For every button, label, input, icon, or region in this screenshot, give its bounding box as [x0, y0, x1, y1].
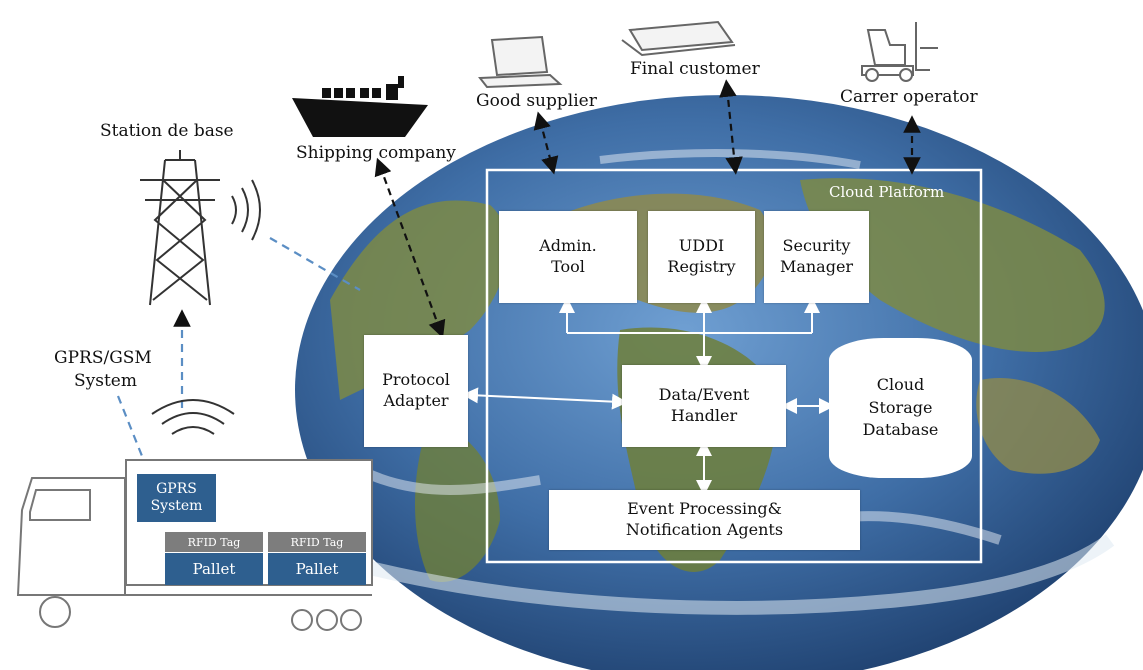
pallet-1: Pallet	[165, 553, 263, 585]
uddi-registry-box: UDDI Registry	[648, 211, 755, 303]
gprs-gsm-line-2: System	[74, 371, 137, 391]
actor-links	[374, 79, 921, 339]
cloud-storage-line-2: Storage	[868, 397, 933, 417]
carrier-operator-label: Carrer operator	[840, 87, 978, 107]
tablet-icon	[621, 20, 736, 57]
protocol-adapter-box: Protocol Adapter	[364, 335, 468, 447]
event-processing-line-1: Event Processing&	[627, 499, 782, 519]
uddi-registry-line-2: Registry	[667, 257, 736, 276]
cloud-storage-database: Cloud Storage Database	[829, 338, 972, 478]
shipping-label: Shipping company	[296, 143, 456, 163]
tower-signal-icon	[231, 179, 261, 241]
event-processing-line-2: Notification Agents	[625, 520, 784, 539]
rfid-tag-1: RFID Tag	[165, 532, 263, 552]
station-label: Station de base	[100, 121, 234, 141]
station-tower-icon	[140, 150, 220, 306]
cloud-storage-line-1: Cloud	[876, 375, 925, 395]
data-event-handler-box: Data/Event Handler	[622, 365, 786, 447]
internal-links	[462, 297, 835, 496]
final-customer-label: Final customer	[630, 59, 760, 79]
good-supplier-label: Good supplier	[476, 91, 597, 111]
security-manager-box: Security Manager	[764, 211, 869, 303]
gprs-system-box: GPRS System	[137, 474, 216, 522]
security-manager-line-2: Manager	[779, 257, 854, 276]
gprs-system-line-2: System	[150, 498, 203, 514]
forklift-icon	[861, 22, 938, 82]
security-manager-line-1: Security	[782, 236, 851, 256]
admin-tool-box: Admin. Tool	[499, 211, 637, 303]
protocol-adapter-line-1: Protocol	[382, 370, 450, 390]
uddi-registry-line-1: UDDI	[678, 236, 725, 256]
data-event-handler-line-2: Handler	[670, 406, 738, 425]
rfid-tag-2: RFID Tag	[268, 532, 366, 552]
ship-icon	[292, 76, 428, 137]
data-event-handler-line-1: Data/Event	[658, 385, 750, 405]
cloud-storage-line-3: Database	[862, 420, 939, 440]
gprs-gsm-line-1: GPRS/GSM	[54, 348, 152, 368]
admin-tool-line-1: Admin.	[539, 236, 597, 256]
protocol-adapter-line-2: Adapter	[383, 391, 449, 410]
event-processing-box: Event Processing& Notification Agents	[549, 490, 860, 550]
cloud-platform-label: Cloud Platform	[829, 183, 945, 201]
admin-tool-line-2: Tool	[551, 257, 585, 276]
pallet-2: Pallet	[268, 553, 366, 585]
laptop-icon	[478, 35, 563, 89]
gprs-system-line-1: GPRS	[156, 481, 197, 498]
